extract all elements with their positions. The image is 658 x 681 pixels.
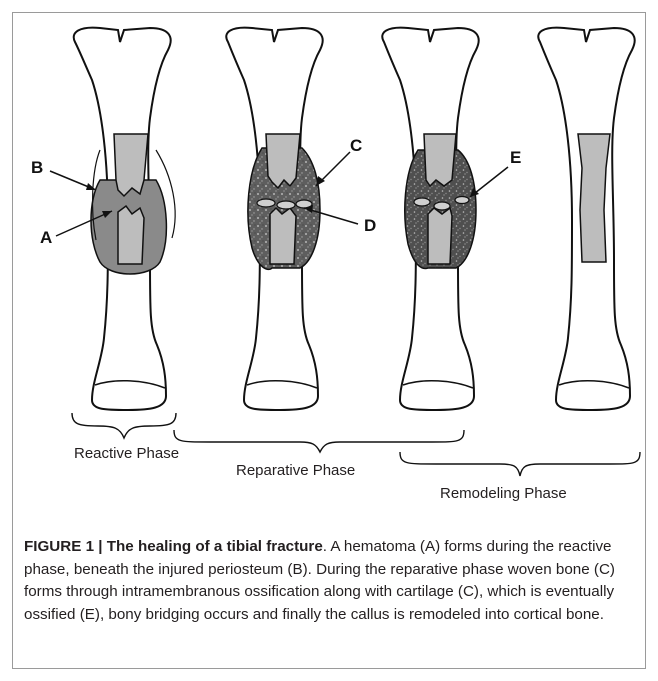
cartilage-island bbox=[257, 199, 275, 207]
caption-separator: | bbox=[94, 538, 107, 555]
label-d: D bbox=[364, 216, 376, 236]
fracture-healing-diagram bbox=[0, 0, 658, 520]
label-c: C bbox=[350, 136, 362, 156]
marrow-upper bbox=[266, 134, 300, 188]
remodeling-phase-label: Remodeling Phase bbox=[440, 485, 567, 502]
ossified-island bbox=[414, 198, 430, 206]
marrow-cavity bbox=[578, 134, 610, 262]
marrow-lower bbox=[118, 206, 144, 264]
label-e: E bbox=[510, 148, 521, 168]
label-b: B bbox=[31, 158, 43, 178]
marrow-lower bbox=[428, 208, 452, 264]
figure-caption: FIGURE 1 | The healing of a tibial fract… bbox=[24, 536, 636, 626]
bone-reactive bbox=[50, 28, 175, 410]
label-a: A bbox=[40, 228, 52, 248]
brace-reparative bbox=[174, 430, 464, 452]
marrow-lower bbox=[270, 208, 296, 264]
bone-ossified bbox=[382, 28, 508, 410]
brace-remodeling bbox=[400, 452, 640, 476]
marrow-upper bbox=[424, 134, 456, 186]
brace-reactive bbox=[72, 413, 176, 438]
caption-figure-number: FIGURE 1 bbox=[24, 538, 94, 555]
reactive-phase-label: Reactive Phase bbox=[74, 445, 179, 462]
caption-title: The healing of a tibial fracture bbox=[107, 538, 323, 555]
ossified-island bbox=[455, 197, 469, 204]
bone-reparative bbox=[226, 28, 358, 410]
cartilage-island bbox=[277, 201, 295, 209]
bone-remodeled bbox=[538, 28, 634, 410]
ossified-island bbox=[434, 202, 450, 210]
arrow-b-head bbox=[86, 183, 96, 190]
reparative-phase-label: Reparative Phase bbox=[236, 462, 355, 479]
